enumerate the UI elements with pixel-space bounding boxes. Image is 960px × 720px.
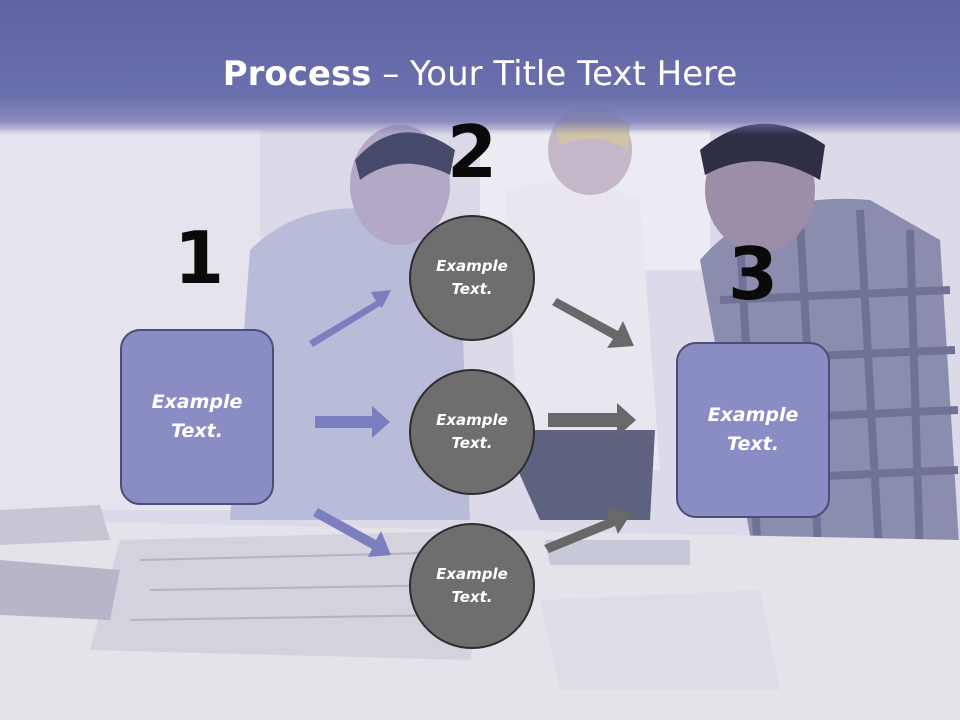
step-1-line2: Text. — [171, 420, 223, 442]
arrow-to-middle-circle — [315, 406, 390, 438]
circle-top: Example Text. — [409, 215, 535, 341]
arrow-from-top-circle — [552, 298, 634, 348]
arrow-from-bottom-circle — [544, 508, 632, 553]
circle-middle-line2: Text. — [451, 434, 493, 452]
step-number-1: 1 — [173, 216, 225, 300]
arrow-to-bottom-circle — [313, 508, 391, 557]
slide-title: Process – Your Title Text Here — [0, 50, 960, 98]
step-1-box: Example Text. — [120, 329, 274, 505]
circle-bottom: Example Text. — [409, 523, 535, 649]
step-3-line2: Text. — [727, 433, 779, 455]
step-1-line1: Example — [151, 391, 243, 413]
arrow-to-top-circle — [309, 290, 391, 347]
step-3-line1: Example — [707, 404, 799, 426]
circle-middle-line1: Example — [436, 411, 508, 429]
circle-bottom-line1: Example — [436, 565, 508, 583]
title-rest: – Your Title Text Here — [371, 54, 738, 94]
title-band — [0, 0, 960, 135]
circle-top-line1: Example — [436, 257, 508, 275]
step-3-box: Example Text. — [676, 342, 830, 518]
circle-bottom-line2: Text. — [451, 588, 493, 606]
title-bold: Process — [222, 54, 372, 94]
circle-middle: Example Text. — [409, 369, 535, 495]
circle-top-line2: Text. — [451, 280, 493, 298]
step-number-2: 2 — [446, 110, 498, 194]
arrow-from-middle-circle — [548, 403, 636, 437]
step-number-3: 3 — [727, 232, 779, 316]
